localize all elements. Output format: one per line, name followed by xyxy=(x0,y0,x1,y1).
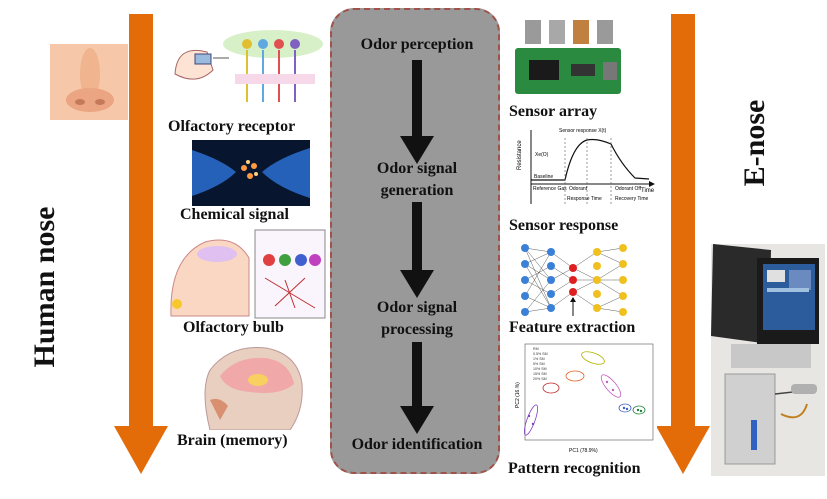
odor-process-panel: Odor perception Odor signal generation O… xyxy=(330,8,500,474)
step-arrow-3 xyxy=(400,342,434,434)
brain-label: Brain (memory) xyxy=(177,432,288,449)
brain-image xyxy=(180,340,320,430)
response-annotation-3: Baseline xyxy=(534,174,553,180)
human-nose-arrow xyxy=(114,14,168,474)
pca-legend-3: 1% SM xyxy=(533,357,545,361)
olfactory-bulb-image xyxy=(165,228,327,320)
response-annotation-6: Response Time xyxy=(567,196,602,202)
pca-xlabel: PC1 (78.9%) xyxy=(569,448,598,454)
step-odor-signal-processing: Odor signal processing xyxy=(332,297,502,341)
olfactory-receptor-image xyxy=(167,14,325,118)
response-ylabel: Resistance xyxy=(517,140,523,170)
response-annotation-7: Odorant Off xyxy=(615,186,642,192)
e-nose-device-image xyxy=(711,244,825,476)
sensor-array-image xyxy=(511,12,627,98)
pca-legend-5: 10% SM xyxy=(533,367,547,371)
sensor-array-label: Sensor array xyxy=(509,103,598,120)
pca-legend-7: 20% SM xyxy=(533,377,547,381)
step-odor-signal-generation: Odor signal generation xyxy=(332,158,502,202)
pattern-recognition-label: Pattern recognition xyxy=(508,460,641,477)
sensor-response-label: Sensor response xyxy=(509,217,619,234)
step-odor-identification: Odor identification xyxy=(351,436,483,453)
nose-image xyxy=(50,44,128,120)
step-2-line-2: generation xyxy=(380,182,454,199)
olfactory-bulb-label: Olfactory bulb xyxy=(183,319,284,336)
step-arrow-1 xyxy=(400,60,434,164)
sensor-response-plot: Resistance Time Sensor response X(t) Xe(… xyxy=(511,124,657,216)
step-3-line-2: processing xyxy=(381,321,453,338)
olfactory-receptor-label: Olfactory receptor xyxy=(168,118,296,135)
response-annotation-2: Xe(O) xyxy=(535,152,549,158)
step-2-line-1: Odor signal xyxy=(376,160,458,177)
pattern-recognition-plot: PC1 (78.9%) PC2 (16.%) RM 0.5% SM 1% SM … xyxy=(511,340,657,454)
chemical-signal-label: Chemical signal xyxy=(180,206,289,223)
e-nose-title: E-nose xyxy=(738,99,771,187)
step-arrow-2 xyxy=(400,202,434,298)
response-annotation-4: Odorant xyxy=(569,186,588,192)
pca-legend-6: 15% SM xyxy=(533,372,547,376)
response-annotation-8: Recovery Time xyxy=(615,196,649,202)
human-nose-title: Human nose xyxy=(28,206,61,368)
step-odor-perception: Odor perception xyxy=(360,36,474,53)
response-annotation-5: Reference Gas xyxy=(533,186,567,192)
pca-legend-4: 5% SM xyxy=(533,362,545,366)
response-xlabel: Time xyxy=(641,188,655,194)
feature-extraction-network xyxy=(511,240,657,318)
pca-legend-1: RM xyxy=(533,347,539,351)
pca-ylabel: PC2 (16.%) xyxy=(515,382,521,408)
feature-extraction-label: Feature extraction xyxy=(509,319,636,336)
chemical-signal-image xyxy=(192,140,310,206)
step-3-line-1: Odor signal xyxy=(376,299,458,316)
pca-legend-2: 0.5% SM xyxy=(533,352,548,356)
e-nose-arrow xyxy=(656,14,710,474)
response-annotation-1: Sensor response X(t) xyxy=(559,128,607,134)
